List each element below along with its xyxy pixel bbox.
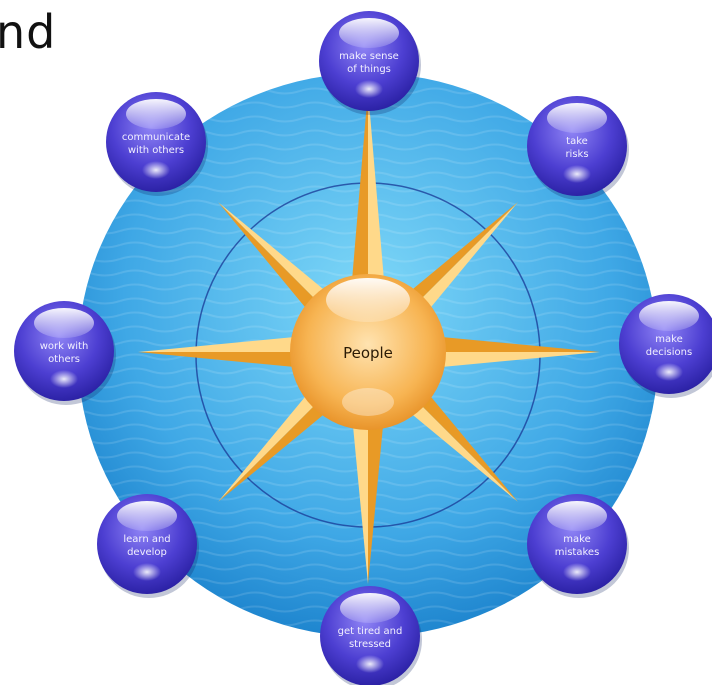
node-label-line: mistakes [555, 547, 600, 558]
node-label-line: with others [128, 145, 184, 156]
node-highlight [126, 99, 186, 129]
node-label-line: communicate [122, 132, 190, 143]
node-highlight [117, 501, 177, 531]
node-take-risks: take risks [527, 96, 629, 200]
node-communicate: communicate with others [106, 92, 208, 196]
node-label-line: learn and [123, 534, 170, 545]
node-highlight [34, 308, 94, 338]
node-label-line: develop [127, 547, 167, 558]
node-label-line: make [655, 334, 682, 345]
heading-fragment: nd [0, 5, 57, 59]
node-make-sense: make sense of things [319, 11, 421, 115]
node-make-decisions: make decisions [619, 294, 712, 398]
node-glow [563, 165, 591, 183]
node-label-line: get tired and [338, 626, 403, 637]
node-work-with-others: work with others [14, 301, 116, 405]
node-highlight [547, 103, 607, 133]
node-glow [142, 161, 170, 179]
node-glow [655, 363, 683, 381]
outer-nodes: make sense of things take risks make decision… [14, 11, 712, 685]
node-highlight [639, 301, 699, 331]
hub-highlight [326, 278, 410, 322]
hub-label: People [343, 344, 393, 362]
node-glow [356, 655, 384, 673]
hub-sphere [290, 274, 446, 430]
node-label-line: stressed [349, 639, 391, 650]
node-label-line: take [566, 136, 588, 147]
node-glow [133, 563, 161, 581]
node-highlight [340, 593, 400, 623]
node-label-line: make sense [339, 51, 399, 62]
node-label-line: risks [565, 149, 588, 160]
node-learn-develop: learn and develop [97, 494, 199, 598]
node-highlight [547, 501, 607, 531]
hub-glow [342, 388, 394, 416]
node-label-line: others [48, 354, 80, 365]
node-label-line: decisions [646, 347, 692, 358]
node-label-line: make [563, 534, 590, 545]
node-glow [50, 370, 78, 388]
node-get-tired: get tired and stressed [320, 586, 422, 685]
node-highlight [339, 18, 399, 48]
node-label-line: of things [347, 64, 391, 75]
node-make-mistakes: make mistakes [527, 494, 629, 598]
node-glow [563, 563, 591, 581]
node-label-line: work with [40, 341, 89, 352]
node-glow [355, 80, 383, 98]
hub-people: People [290, 274, 446, 430]
